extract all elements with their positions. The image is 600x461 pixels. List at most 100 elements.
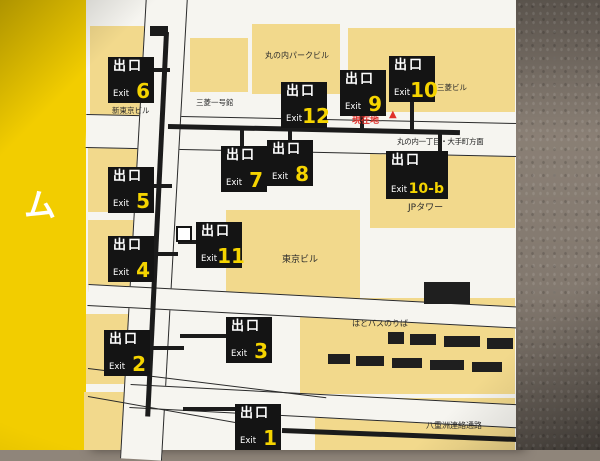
passage-stub-exit5	[150, 184, 172, 188]
passage-stub-exit6	[154, 68, 170, 72]
exit-row: Exit 5	[113, 189, 150, 213]
direction-note: 丸の内一丁目・大手町方面	[397, 137, 484, 146]
exit-badge-10b: 出口 Exit 10-b	[386, 151, 448, 199]
exit-row: Exit 12	[286, 106, 330, 126]
building-footprint-dark	[424, 282, 470, 304]
exit-number: 5	[136, 189, 150, 213]
exit-en-label: Exit	[231, 348, 248, 359]
exit-jp-label: 出口	[231, 319, 262, 334]
passage-stub-exit3	[180, 334, 228, 338]
exit-badge-9: 出口 Exit 9	[340, 70, 386, 116]
label-shin-tokyo: 新東京ビル	[112, 106, 150, 115]
exit-row: Exit 6	[113, 79, 150, 103]
exit-number: 2	[132, 352, 146, 376]
exit-badge-4: 出口 Exit 4	[108, 236, 154, 282]
building-block-ichigokan	[190, 38, 248, 92]
exit-en-label: Exit	[226, 177, 243, 188]
exit-en-label: Exit	[345, 101, 362, 112]
exit-row: Exit 1	[240, 426, 277, 450]
passage-stub-exit7	[240, 127, 244, 147]
bus-bay-mark	[444, 336, 480, 347]
exit-jp-label: 出口	[391, 153, 422, 168]
bus-bay-mark	[410, 334, 436, 345]
label-tokyo-building: 東京ビル	[282, 255, 319, 265]
exit-badge-11: 出口 Exit 11	[196, 222, 245, 268]
exit-number: 9	[368, 92, 382, 116]
bus-bay-mark	[472, 362, 502, 372]
passage-stub-exit9	[360, 116, 364, 130]
current-location-label: 現在地	[352, 116, 380, 126]
exit-number: 6	[136, 79, 150, 103]
passage-stub-exit2	[146, 346, 184, 350]
passage-stub-exit1	[183, 407, 237, 411]
exit-number: 1	[263, 426, 277, 450]
exit-row: Exit 10	[394, 80, 438, 100]
passage-stairs-mark	[150, 26, 168, 36]
passage-stub-exit4	[150, 252, 178, 256]
exit-number: 10-b	[408, 181, 444, 197]
exit-number: 10	[410, 78, 438, 102]
exit-en-label: Exit	[394, 87, 411, 98]
exit-row: Exit 8	[272, 162, 309, 186]
exit-en-label: Exit	[391, 184, 408, 195]
exit-jp-label: 出口	[394, 58, 425, 73]
exit-number: 12	[302, 104, 330, 128]
exit-jp-label: 出口	[201, 224, 232, 239]
exit-jp-label: 出口	[286, 84, 317, 99]
exit-row: Exit 4	[113, 258, 150, 282]
exit-row: Exit 10-b	[391, 182, 444, 196]
exit-en-label: Exit	[272, 171, 289, 182]
exit-badge-2: 出口 Exit 2	[104, 330, 150, 376]
exit-jp-label: 出口	[113, 169, 144, 184]
current-location-marker-icon: ▲	[389, 109, 397, 120]
label-ichigokan: 三菱一号館	[196, 98, 234, 107]
exit-badge-7: 出口 Exit 7	[221, 146, 267, 192]
exit-number: 11	[217, 244, 245, 268]
exit-badge-5: 出口 Exit 5	[108, 167, 154, 213]
exit-row: Exit 9	[345, 92, 382, 116]
bus-bay-mark	[388, 332, 404, 344]
exit-en-label: Exit	[113, 198, 130, 209]
label-marunouchi-park: 丸の内パークビル	[265, 51, 329, 60]
exit-en-label: Exit	[286, 113, 303, 124]
exit-number: 3	[254, 339, 268, 363]
passage-stub-exit11	[178, 240, 198, 244]
exit-en-label: Exit	[113, 88, 130, 99]
label-jp-tower: JPタワー	[408, 203, 444, 213]
passage-stub-exit8	[288, 128, 292, 141]
exit-badge-3: 出口 Exit 3	[226, 317, 272, 363]
exit-jp-label: 出口	[240, 406, 271, 421]
building-block-tokyo-building	[226, 210, 360, 298]
exit-row: Exit 3	[231, 339, 268, 363]
exit-badge-8: 出口 Exit 8	[267, 140, 313, 186]
exit-jp-label: 出口	[226, 148, 257, 163]
exit-badge-1: 出口 Exit 1	[235, 404, 281, 450]
exit-en-label: Exit	[201, 253, 218, 264]
exit-number: 4	[136, 258, 150, 282]
exit-number: 7	[249, 168, 263, 192]
bus-bay-mark	[356, 356, 384, 366]
bus-bay-mark	[430, 360, 464, 370]
exit-row: Exit 7	[226, 168, 263, 192]
label-hato-bus: はとバスのりば	[352, 319, 408, 328]
exit-en-label: Exit	[113, 267, 130, 278]
exit-jp-label: 出口	[113, 238, 144, 253]
exit-en-label: Exit	[240, 435, 257, 446]
bus-bay-mark	[487, 338, 513, 349]
label-mitsubishi: 三菱ビル	[437, 83, 467, 92]
strip-partial-text: ム	[24, 186, 57, 224]
passage-stub-exit10b	[438, 130, 442, 152]
sign-yellow-strip	[0, 0, 86, 450]
wall-background	[516, 0, 600, 450]
exit-badge-12: 出口 Exit 12	[281, 82, 330, 128]
exit-jp-label: 出口	[109, 332, 140, 347]
exit-en-label: Exit	[109, 361, 126, 372]
bus-bay-mark	[328, 354, 350, 364]
exit-row: Exit 11	[201, 246, 245, 266]
label-yaesu: 八重洲連絡通路	[426, 421, 482, 430]
exit-row: Exit 2	[109, 352, 146, 376]
exit-jp-label: 出口	[345, 72, 376, 87]
exit-jp-label: 出口	[113, 59, 144, 74]
exit-jp-label: 出口	[272, 142, 303, 157]
exit-number: 8	[295, 162, 309, 186]
